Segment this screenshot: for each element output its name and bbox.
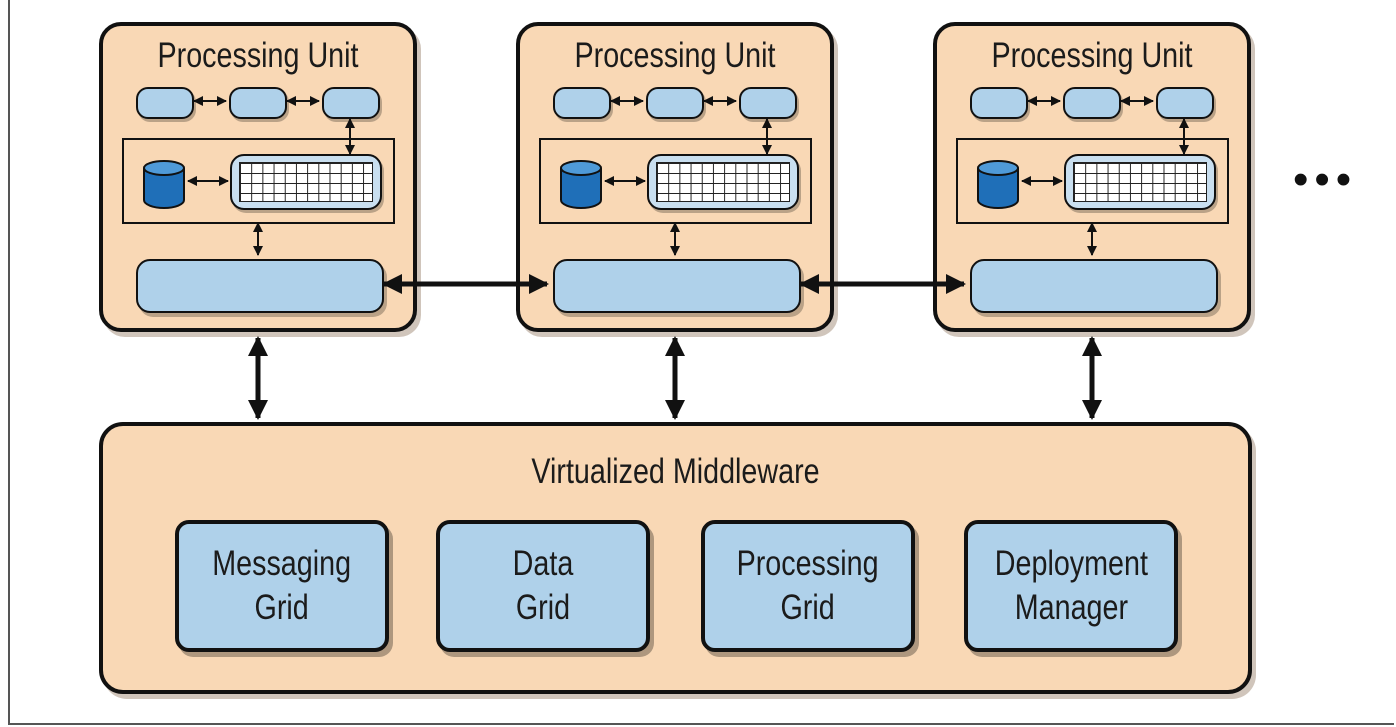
service-node [970, 87, 1028, 119]
service-node [553, 87, 611, 119]
deployment-manager-box: Deployment Manager [964, 520, 1178, 652]
processing-grid-box: Processing Grid [701, 520, 915, 652]
virtualized-middleware: Virtualized Middleware Messaging Grid Da… [99, 422, 1252, 694]
processing-unit-3: Processing Unit [933, 22, 1251, 332]
processing-unit-title: Processing Unit [157, 36, 359, 75]
service-node [1156, 87, 1214, 119]
component-label: Deployment Manager [994, 544, 1148, 627]
grid-icon [656, 162, 790, 202]
data-cache-container [539, 138, 812, 224]
processing-unit-title: Processing Unit [574, 36, 776, 75]
messaging-bus [970, 259, 1218, 313]
messaging-bus [136, 259, 384, 313]
service-node [136, 87, 194, 119]
data-grid-box: Data Grid [436, 520, 650, 652]
database-icon [977, 160, 1019, 209]
database-icon [143, 160, 185, 209]
figure-frame [8, 0, 1394, 725]
messaging-grid-box: Messaging Grid [175, 520, 389, 652]
messaging-bus [553, 259, 801, 313]
more-units-ellipsis: ••• [1293, 155, 1358, 204]
middleware-title: Virtualized Middleware [531, 452, 820, 491]
in-memory-data-grid [647, 154, 799, 210]
component-label: Processing Grid [737, 544, 879, 627]
service-node [229, 87, 287, 119]
service-node [646, 87, 704, 119]
component-label: Messaging Grid [212, 544, 352, 627]
component-label: Data Grid [512, 544, 574, 627]
processing-unit-1: Processing Unit [99, 22, 417, 332]
data-cache-container [122, 138, 395, 224]
data-cache-container [956, 138, 1229, 224]
database-icon [560, 160, 602, 209]
processing-unit-2: Processing Unit [516, 22, 834, 332]
service-node [322, 87, 380, 119]
in-memory-data-grid [1064, 154, 1216, 210]
service-node [739, 87, 797, 119]
service-node [1063, 87, 1121, 119]
in-memory-data-grid [230, 154, 382, 210]
grid-icon [1073, 162, 1207, 202]
grid-icon [239, 162, 373, 202]
processing-unit-title: Processing Unit [991, 36, 1193, 75]
